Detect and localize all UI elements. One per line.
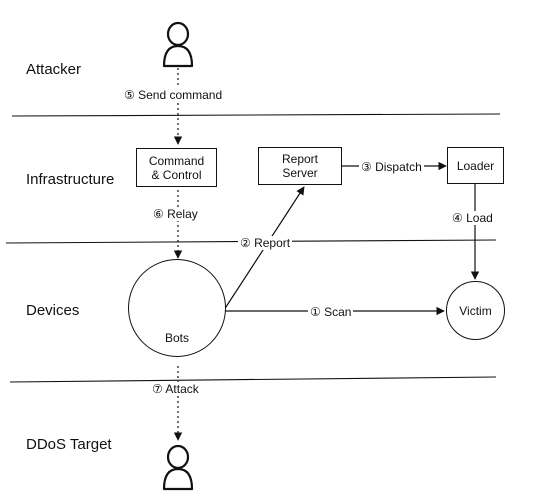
step-load: ④ Load (450, 211, 495, 225)
victim-label: Victim (459, 304, 492, 318)
separator-attacker-infrastructure (11, 113, 501, 117)
bots-label: Bots (164, 331, 189, 345)
loader-label: Loader (456, 158, 495, 173)
step-report: ② Report (238, 236, 293, 250)
row-label-devices: Devices (26, 302, 80, 319)
separator-devices-target (9, 376, 497, 383)
bots-circle (128, 259, 226, 357)
step-attack: ⑦ Attack (150, 382, 201, 396)
target-person-icon (162, 444, 194, 491)
victim-circle (446, 281, 505, 340)
command-and-control-box: Command & Control (136, 148, 217, 187)
command-and-control-label: Command & Control (148, 153, 205, 182)
row-label-attacker: Attacker (26, 61, 82, 78)
step-dispatch: ③ Dispatch (359, 160, 424, 174)
step-scan: ① Scan (308, 305, 354, 319)
attacker-person-icon (162, 21, 194, 68)
step-send-command: ⑤ Send command (122, 88, 225, 102)
report-server-label: Report Server (281, 152, 319, 180)
row-label-target: DDoS Target (26, 436, 112, 453)
row-label-infrastructure: Infrastructure (26, 171, 115, 188)
step-relay: ⑥ Relay (151, 207, 200, 221)
loader-box: Loader (447, 147, 504, 184)
report-server-box: Report Server (258, 147, 342, 185)
